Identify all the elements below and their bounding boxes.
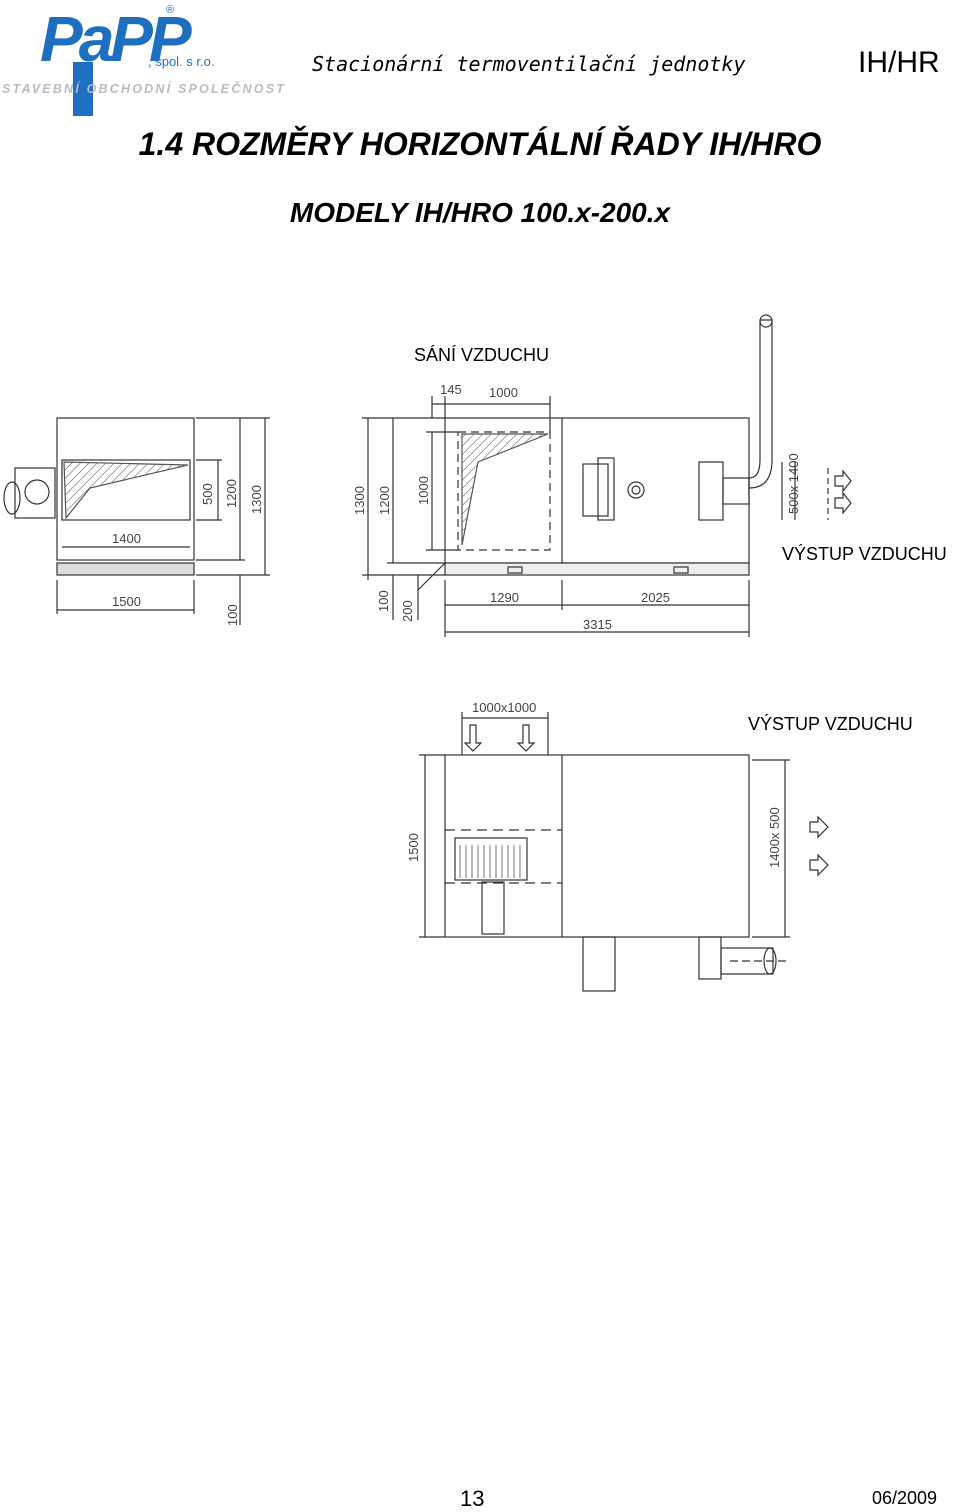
logo-company-suffix: , spol. s r.o. — [148, 54, 215, 69]
dim-3315: 3315 — [583, 617, 612, 632]
dim-100-left: 100 — [225, 604, 240, 626]
dim-100-mid: 100 — [376, 590, 391, 612]
logo-bar — [73, 62, 93, 116]
logo-brand: PaPP — [40, 3, 192, 75]
dim-1200-left: 1200 — [224, 479, 239, 508]
dim-1400-left: 1400 — [112, 531, 141, 546]
dim-2025: 2025 — [641, 590, 670, 605]
outlet-label-top: VÝSTUP VZDUCHU — [748, 714, 913, 734]
section-subtitle: MODELY IH/HRO 100.x-200.x — [289, 197, 671, 228]
dim-1000-mid: 1000 — [416, 476, 431, 505]
dim-1200-mid: 1200 — [377, 486, 392, 515]
dim-1000-top: 1000 — [489, 385, 518, 400]
section-title: 1.4 ROZMĚRY HORIZONTÁLNÍ ŘADY IH/HRO — [138, 126, 822, 162]
dim-1500-plan: 1500 — [406, 833, 421, 862]
page-number: 13 — [460, 1486, 485, 1511]
dim-1300-left: 1300 — [249, 485, 264, 514]
dimension-drawing: SÁNÍ VZDUCHU VÝSTUP VZDUCHU VÝSTUP VZDUC… — [3, 314, 947, 992]
plan-view — [419, 712, 829, 992]
front-view — [362, 314, 852, 637]
dim-500x1400: 500x 1400 — [786, 453, 801, 514]
page-date: 06/2009 — [872, 1488, 938, 1508]
company-logo: PaPP ® , spol. s r.o. STAVEBNÍ OBCHODNÍ … — [0, 0, 284, 120]
dim-200-mid: 200 — [400, 600, 415, 622]
intake-label: SÁNÍ VZDUCHU — [414, 345, 549, 365]
dim-145: 145 — [440, 382, 462, 397]
header-title: Stacionární termoventilační jednotky — [312, 52, 746, 76]
dim-1000x1000: 1000x1000 — [472, 700, 536, 715]
dim-1300-mid: 1300 — [352, 486, 367, 515]
outlet-label-side: VÝSTUP VZDUCHU — [782, 544, 947, 564]
logo-registered-mark: ® — [166, 4, 175, 16]
left-side-view — [3, 417, 270, 625]
logo-tagline: STAVEBNÍ OBCHODNÍ SPOLEČNOST — [2, 82, 287, 96]
header-code: IH/HR — [858, 46, 940, 79]
dim-1500-left: 1500 — [112, 594, 141, 609]
dim-500-left: 500 — [200, 483, 215, 505]
dim-1290: 1290 — [490, 590, 519, 605]
dim-1400x500: 1400x 500 — [767, 807, 782, 868]
